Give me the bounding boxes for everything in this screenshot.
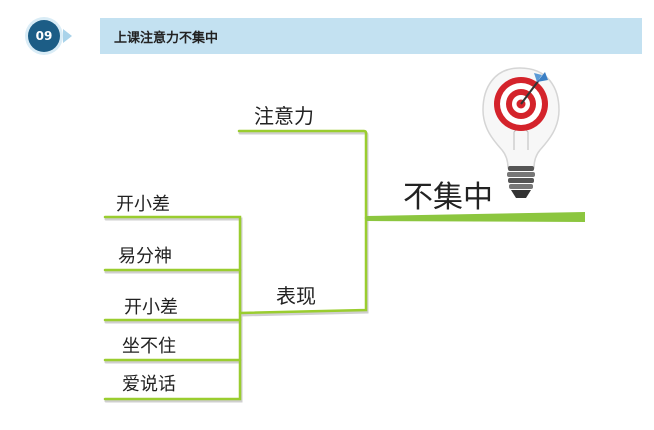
section-number-badge: 09 [28, 20, 74, 52]
root-line [366, 212, 585, 222]
symptom-label-1: 开小差 [116, 194, 170, 215]
symptom-label-2: 易分神 [118, 246, 172, 267]
section-title: 上课注意力不集中 [114, 30, 219, 46]
symptoms-branch-line [238, 216, 368, 315]
symptom-label-5: 爱说话 [122, 374, 176, 395]
root-label: 不集中 [403, 180, 493, 215]
section-number: 09 [28, 20, 60, 52]
attention-branch-line [237, 129, 368, 220]
symptom-bracket-line [103, 215, 242, 401]
connector-lines [103, 129, 368, 401]
header-bar: 上课注意力不集中 [100, 18, 642, 54]
branch-attention-label: 注意力 [254, 104, 314, 128]
symptom-label-4: 坐不住 [122, 336, 176, 357]
lightbulb-target-icon [482, 67, 560, 198]
symptom-label-3: 开小差 [124, 297, 178, 318]
badge-arrow-icon [63, 29, 72, 43]
branch-symptoms-label: 表现 [276, 284, 316, 308]
